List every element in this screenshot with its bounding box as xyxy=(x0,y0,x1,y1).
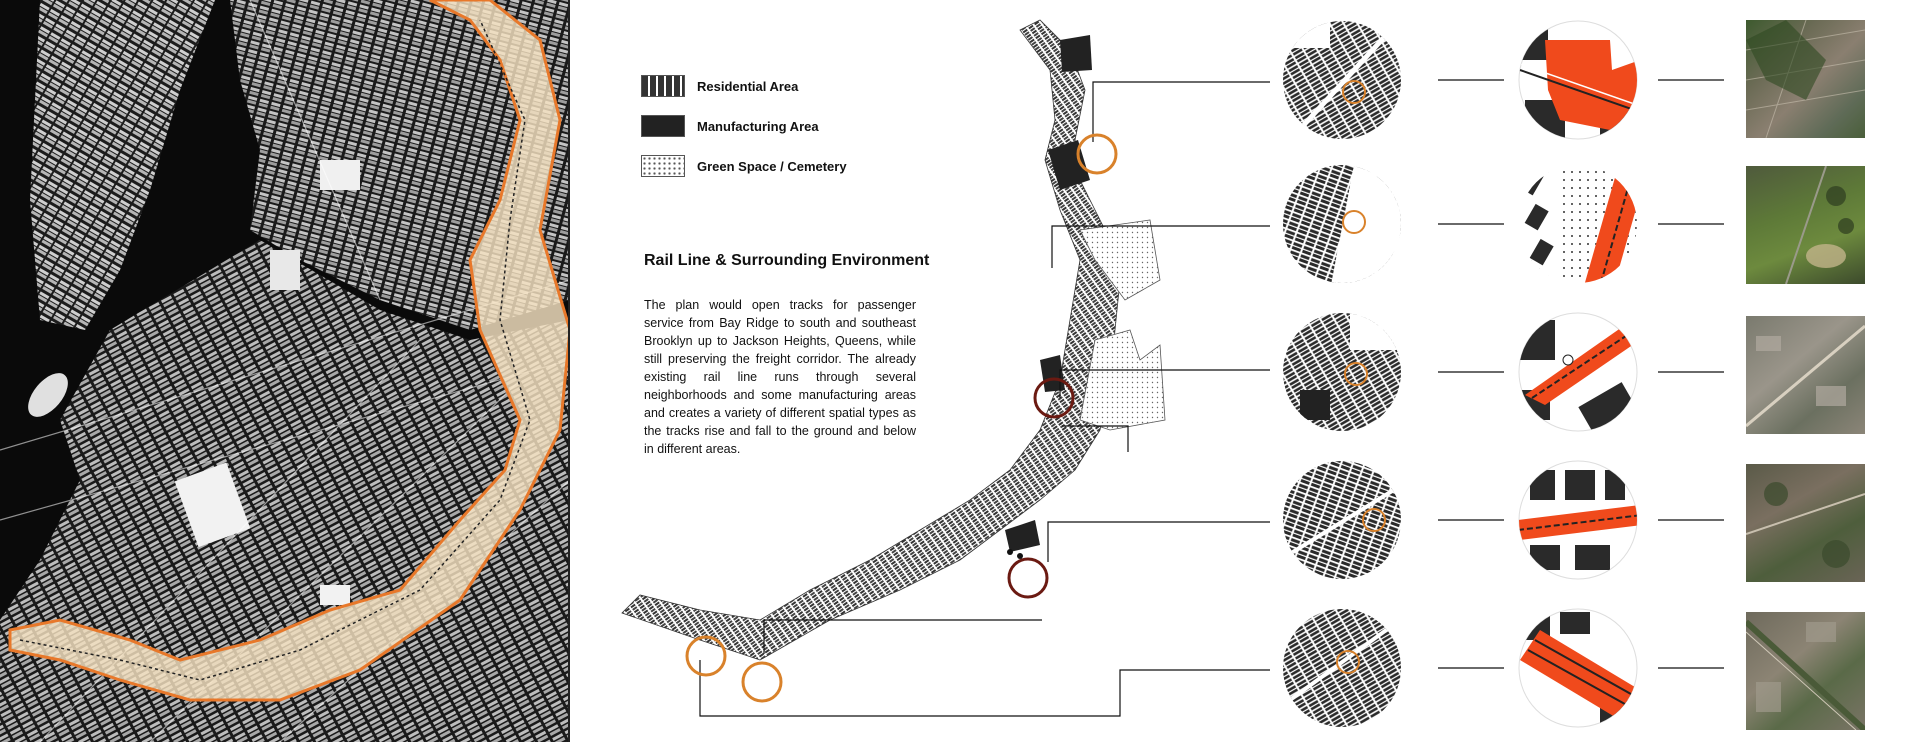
legend-label: Manufacturing Area xyxy=(697,119,819,134)
aerial-photo-4 xyxy=(1746,464,1865,582)
station-marker-2 xyxy=(1033,377,1075,419)
aerial-photo-texture-icon xyxy=(1746,482,1865,568)
context-circle-5 xyxy=(1283,609,1401,727)
context-circle-4 xyxy=(1283,461,1401,579)
detail-circle-1 xyxy=(1518,20,1638,140)
station-marker-1 xyxy=(1076,133,1118,175)
green-space-swatch-icon xyxy=(641,155,685,177)
rail-corridor xyxy=(621,19,1166,661)
context-circle-2 xyxy=(1283,165,1401,283)
legend-label: Green Space / Cemetery xyxy=(697,159,847,174)
detail-circle-3 xyxy=(1518,312,1638,432)
aerial-photo-texture-icon xyxy=(1746,619,1865,730)
aerial-photo-5 xyxy=(1746,612,1865,730)
context-circle-1 xyxy=(1283,21,1401,139)
station-marker-4 xyxy=(685,635,727,677)
detail-circle-2 xyxy=(1519,165,1637,283)
residential-swatch-icon xyxy=(641,75,685,97)
station-marker-5 xyxy=(741,661,783,703)
context-circle-3 xyxy=(1283,313,1401,431)
station-marker-3 xyxy=(1007,557,1049,599)
city-figure-ground-map xyxy=(0,0,568,742)
connector-lines xyxy=(699,79,1724,717)
aerial-photo-texture-icon xyxy=(1746,324,1865,428)
description-paragraph: The plan would open tracks for passenger… xyxy=(644,298,916,456)
aerial-photo-3 xyxy=(1746,316,1865,434)
detail-circle-5 xyxy=(1518,608,1638,728)
aerial-photo-texture-icon xyxy=(1746,20,1865,138)
detail-circle-4 xyxy=(1518,460,1638,580)
aerial-photo-texture-icon xyxy=(1785,166,1854,284)
section-heading: Rail Line & Surrounding Environment xyxy=(644,252,930,269)
aerial-photo-2 xyxy=(1746,166,1865,284)
legend-label: Residential Area xyxy=(697,79,799,94)
manufacturing-swatch-icon xyxy=(641,115,685,137)
brooklyn-map-panel xyxy=(0,0,570,742)
aerial-photo-1 xyxy=(1746,20,1865,138)
